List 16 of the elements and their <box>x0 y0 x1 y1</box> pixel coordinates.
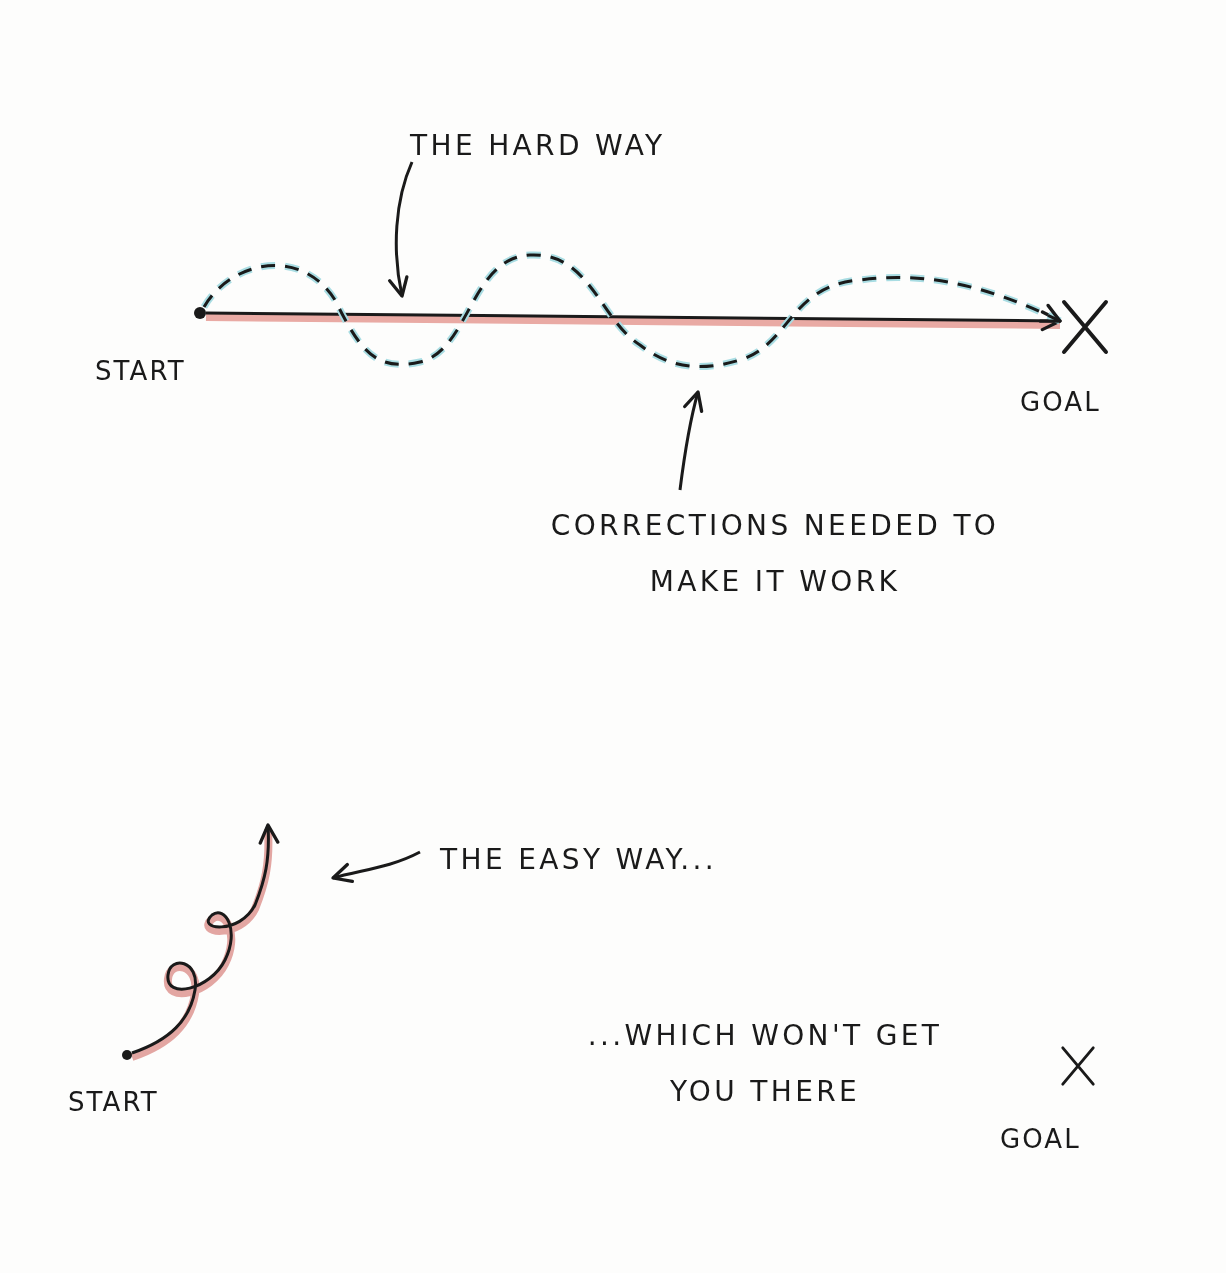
handwritten-label: START <box>95 355 186 388</box>
leader-arrow <box>388 161 414 298</box>
handwritten-label: START <box>68 1086 159 1119</box>
handwritten-label: GOAL <box>1020 386 1101 419</box>
goal-cross-mark <box>1060 298 1110 356</box>
leader-arrow <box>678 390 704 491</box>
handwritten-label: THE HARD WAY <box>410 118 830 174</box>
handwritten-label: CORRECTIONS NEEDED TO MAKE IT WORK <box>505 498 1045 610</box>
arrow <box>205 310 1062 332</box>
leader-arrow <box>331 850 421 884</box>
handwritten-note: ...WHICH WON'T GET YOU THERE <box>586 1018 944 1110</box>
goal-cross-mark <box>1058 1045 1098 1087</box>
handwritten-label: GOAL <box>1000 1123 1081 1156</box>
dashed-wavy-arrow <box>201 251 1062 371</box>
spiral-arrow <box>130 823 280 1061</box>
handwritten-label: THE EASY WAY... <box>440 832 860 888</box>
